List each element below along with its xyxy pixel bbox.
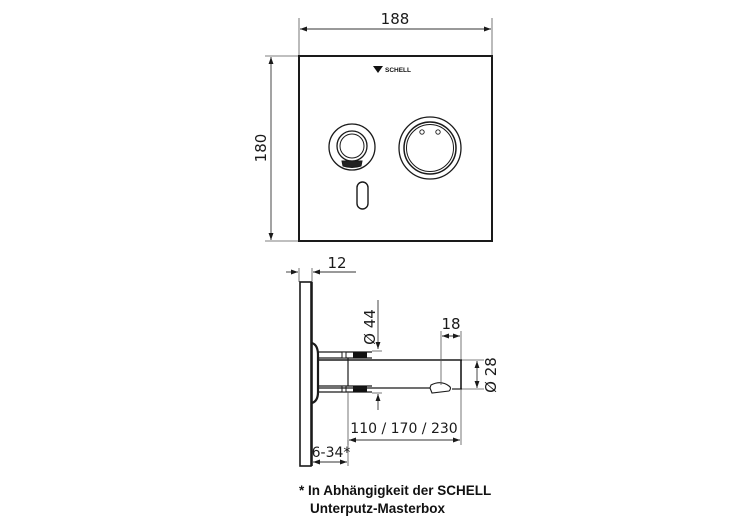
aerator-outlet: [429, 382, 452, 394]
plate-thickness-dimension: 12: [286, 254, 356, 282]
projection-length-dimension: 110 / 170 / 230: [347, 389, 462, 445]
front-view: 188 180 SCHELL: [252, 10, 493, 242]
wall-offset-label: 6-34*: [312, 445, 351, 461]
cover-plate: [298, 55, 493, 242]
schell-triangle-logo-icon: [373, 66, 383, 73]
pipe-diameter-label: Ø 44: [361, 309, 379, 345]
height-dimension-label: 180: [252, 134, 270, 163]
width-dimension: 188: [298, 10, 493, 57]
outlet-tip-label: 18: [441, 315, 460, 333]
plate-thickness-label: 12: [327, 254, 346, 272]
height-dimension: 180: [252, 55, 299, 242]
plate-side: [299, 281, 312, 467]
outlet-diameter-dimension: Ø 28: [462, 357, 500, 393]
spout: [318, 359, 462, 394]
mounting-flange: [311, 341, 320, 405]
rotary-knob: [398, 116, 462, 180]
outlet-tip-dimension: 18: [440, 315, 462, 385]
footnote-line-1: * In Abhängigkeit der SCHELL: [299, 483, 492, 498]
footnote-line-2: Unterputz-Masterbox: [310, 501, 446, 516]
wall-offset-dimension: 6-34*: [312, 440, 351, 466]
brand-text: SCHELL: [385, 67, 411, 74]
width-dimension-label: 188: [381, 10, 410, 28]
sensor-window: [356, 181, 369, 210]
footnote: * In Abhängigkeit der SCHELL Unterputz-M…: [299, 482, 491, 518]
schell-logo: SCHELL: [373, 66, 411, 74]
pipe-diameter-dimension: Ø 44: [361, 300, 382, 410]
projection-length-label: 110 / 170 / 230: [350, 421, 457, 437]
side-view: 12: [286, 254, 500, 467]
push-button: [328, 123, 376, 171]
pipe-sleeve: [318, 351, 372, 393]
outlet-diameter-label: Ø 28: [482, 357, 500, 393]
